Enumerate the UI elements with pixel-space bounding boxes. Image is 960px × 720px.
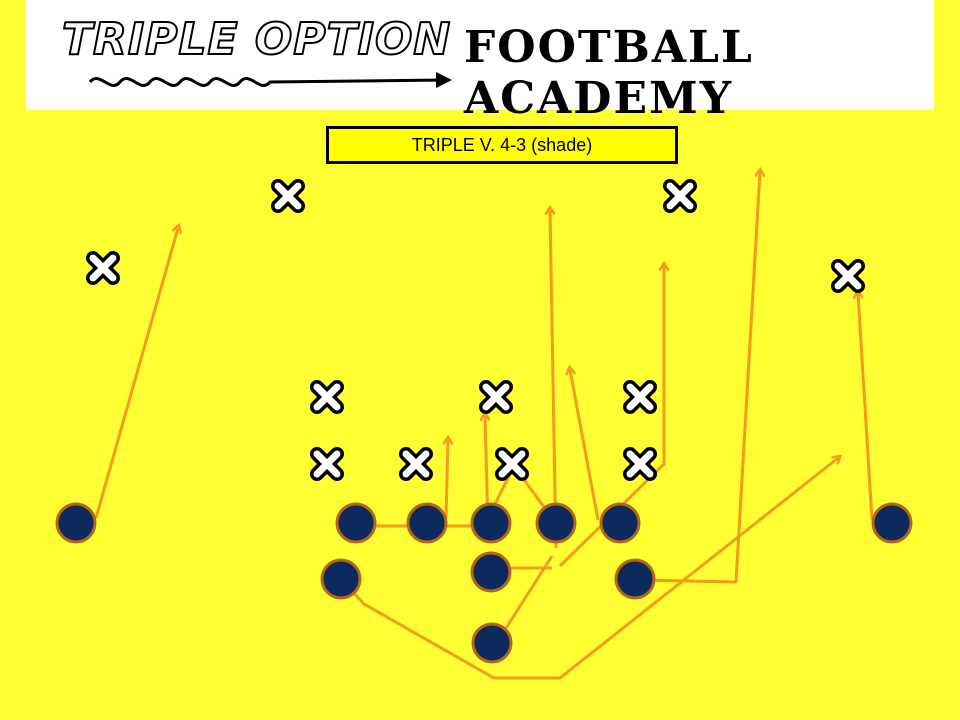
squiggle-arrow-icon <box>88 72 452 88</box>
player-center <box>470 502 512 544</box>
player-left-receiver <box>55 502 97 544</box>
route-right-receiver <box>858 294 874 521</box>
player-left-halfback <box>320 558 362 600</box>
player-right-halfback <box>614 558 656 600</box>
player-right-receiver <box>871 502 913 544</box>
route-left-receiver <box>94 228 178 519</box>
defender-left-backer <box>310 380 344 414</box>
route-left-halfback <box>340 458 838 680</box>
defender-left-end <box>310 447 344 481</box>
play-title: TRIPLE V. 4-3 (shade) <box>326 126 678 164</box>
route-left-guard <box>446 440 448 519</box>
defender-left-tackle <box>399 447 433 481</box>
routes <box>94 172 874 680</box>
defender-right-end <box>623 447 657 481</box>
defender-right-corner <box>831 259 865 293</box>
offense-players <box>55 502 913 664</box>
player-quarterback <box>471 622 513 664</box>
player-left-guard <box>406 502 448 544</box>
player-left-tackle <box>335 502 377 544</box>
defender-right-safety <box>663 179 697 213</box>
route-right-guard-up <box>550 210 558 549</box>
player-fullback <box>470 551 512 593</box>
defender-middle-backer <box>479 380 513 414</box>
player-right-tackle <box>599 502 641 544</box>
defense-players <box>86 179 865 481</box>
defender-nose <box>495 447 529 481</box>
player-right-guard <box>535 502 577 544</box>
route-right-guard-release <box>570 370 600 521</box>
defender-right-backer <box>623 380 657 414</box>
route-right-halfback <box>639 172 760 584</box>
brand-name-triple-option: TRIPLE OPTION <box>61 13 452 66</box>
route-right-tackle <box>558 266 664 568</box>
brand-name-football-academy: FOOTBALL ACADEMY <box>464 22 754 124</box>
defender-left-safety <box>271 179 305 213</box>
defender-left-corner <box>86 251 120 285</box>
header-banner: TRIPLE OPTION FOOTBALL ACADEMY <box>26 0 934 124</box>
